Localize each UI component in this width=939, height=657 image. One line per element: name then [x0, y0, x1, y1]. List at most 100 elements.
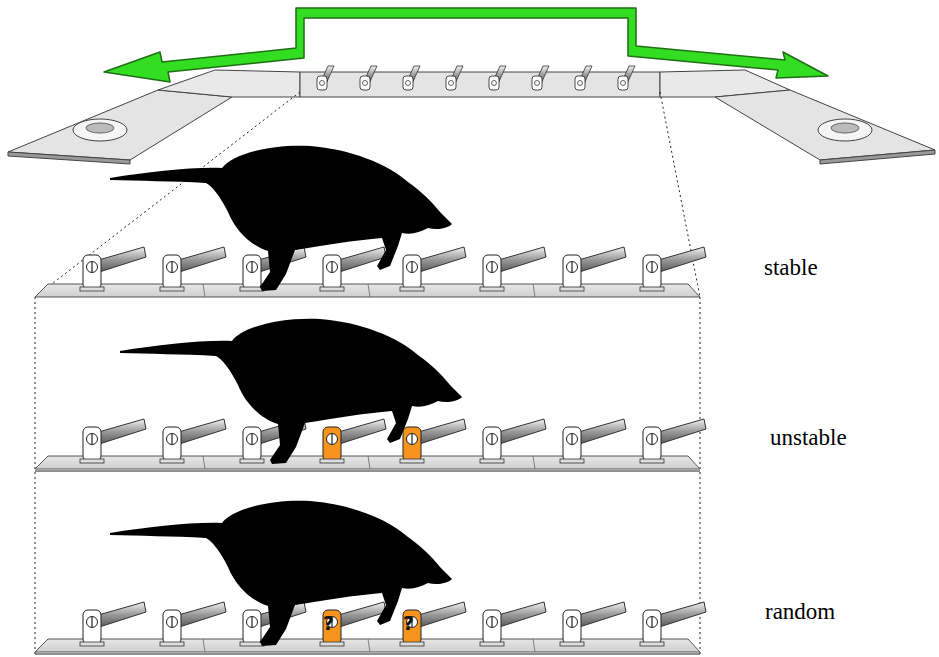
- bolt-slot: [571, 434, 572, 444]
- plate-seam: [533, 456, 535, 469]
- bolt-slot: [571, 262, 572, 272]
- bolt-slot: [491, 262, 492, 272]
- left-platform: [8, 90, 232, 160]
- rung-bracket: [163, 610, 181, 644]
- rung-bracket: [243, 427, 261, 461]
- rung: [80, 419, 146, 463]
- question-mark: ?: [323, 614, 334, 633]
- rat-silhouette: [110, 146, 452, 291]
- bolt-slot: [251, 434, 252, 444]
- rung-bracket: [323, 255, 341, 289]
- bracket-foot: [560, 642, 584, 646]
- mini-rung-bolt: [406, 81, 411, 86]
- unstable-rung: [400, 419, 466, 463]
- bracket-foot: [80, 459, 104, 463]
- bracket-foot: [560, 287, 584, 291]
- mini-rung-bracket: [618, 76, 628, 90]
- left-plate: [158, 70, 300, 97]
- bracket-bolt: [647, 434, 658, 445]
- condition-label: stable: [764, 255, 818, 281]
- mini-rung-bracket: [403, 76, 413, 90]
- ladder-panel: [35, 319, 706, 471]
- mini-rung-bolt: [363, 81, 368, 86]
- ladder-panel: [35, 146, 706, 297]
- bracket-foot: [160, 287, 184, 291]
- plate-seam: [533, 639, 535, 652]
- mini-rung-bracket: [532, 76, 542, 90]
- bolt-slot: [91, 434, 92, 444]
- bracket-bolt: [487, 434, 498, 445]
- bracket-bolt: [567, 617, 578, 628]
- bracket-foot: [560, 459, 584, 463]
- rung: [640, 602, 706, 646]
- mini-rung-bolt: [578, 81, 583, 86]
- bolt-slot: [171, 262, 172, 272]
- plate-seam: [203, 456, 205, 469]
- bracket-bolt: [327, 262, 338, 273]
- cup: [818, 119, 872, 141]
- panels: [35, 146, 706, 654]
- bolt-slot: [411, 434, 412, 444]
- mini-rung-bolt: [449, 81, 454, 86]
- rung: [640, 247, 706, 291]
- rung-base: [300, 72, 660, 97]
- rung: [160, 602, 226, 646]
- rung-bracket: [643, 427, 661, 461]
- bolt-slot: [651, 262, 652, 272]
- zoom-line: [35, 297, 36, 655]
- cup: [73, 119, 127, 141]
- bolt-slot: [411, 262, 412, 272]
- bracket-foot: [80, 642, 104, 646]
- mini-rung-bolt: [492, 81, 497, 86]
- panel-border: [35, 471, 700, 472]
- rung-bracket: [403, 610, 421, 644]
- rung: [480, 419, 546, 463]
- bracket-foot: [320, 459, 344, 463]
- bracket-foot: [640, 287, 664, 291]
- base-plate: [35, 639, 700, 652]
- zoom-line: [700, 297, 701, 655]
- question-mark: ?: [403, 614, 414, 633]
- rung-bracket: [163, 427, 181, 461]
- bracket-bolt: [407, 434, 418, 445]
- rung-bracket: [643, 255, 661, 289]
- mini-rungs: [317, 66, 635, 90]
- bolt-slot: [651, 617, 652, 627]
- rat-silhouette: [110, 501, 452, 646]
- bracket-foot: [160, 642, 184, 646]
- rung-bracket: [403, 255, 421, 289]
- panel-border: [35, 654, 700, 655]
- rung-bracket: [83, 255, 101, 289]
- rung-bracket: [563, 610, 581, 644]
- rung-bracket: [323, 427, 341, 461]
- bracket-foot: [400, 459, 424, 463]
- base-plate: [35, 456, 700, 469]
- bracket-bolt: [87, 434, 98, 445]
- bracket-bolt: [407, 262, 418, 273]
- mini-rung-bracket: [360, 76, 370, 90]
- bracket-bolt: [87, 617, 98, 628]
- bolt-slot: [331, 262, 332, 272]
- plate-seam: [533, 284, 535, 297]
- bracket-bolt: [567, 434, 578, 445]
- condition-panel: stable: [35, 150, 700, 297]
- bolt-slot: [251, 262, 252, 272]
- plate-seam: [368, 639, 370, 652]
- bracket-foot: [320, 642, 344, 646]
- right-platform: [715, 90, 935, 160]
- bracket-foot: [320, 287, 344, 291]
- mini-rung-bracket: [317, 76, 327, 90]
- bracket-bolt: [167, 617, 178, 628]
- bracket-foot: [480, 642, 504, 646]
- mini-rung-bolt: [621, 81, 626, 86]
- ladder-apparatus: [8, 8, 935, 655]
- plate-seam: [368, 284, 370, 297]
- bracket-bolt: [247, 262, 258, 273]
- rung-bracket: [243, 610, 261, 644]
- bolt-slot: [331, 434, 332, 444]
- rung: [400, 247, 466, 291]
- bracket-foot: [640, 459, 664, 463]
- bracket-foot: [400, 642, 424, 646]
- rung-bracket: [643, 610, 661, 644]
- condition-label: random: [765, 599, 835, 625]
